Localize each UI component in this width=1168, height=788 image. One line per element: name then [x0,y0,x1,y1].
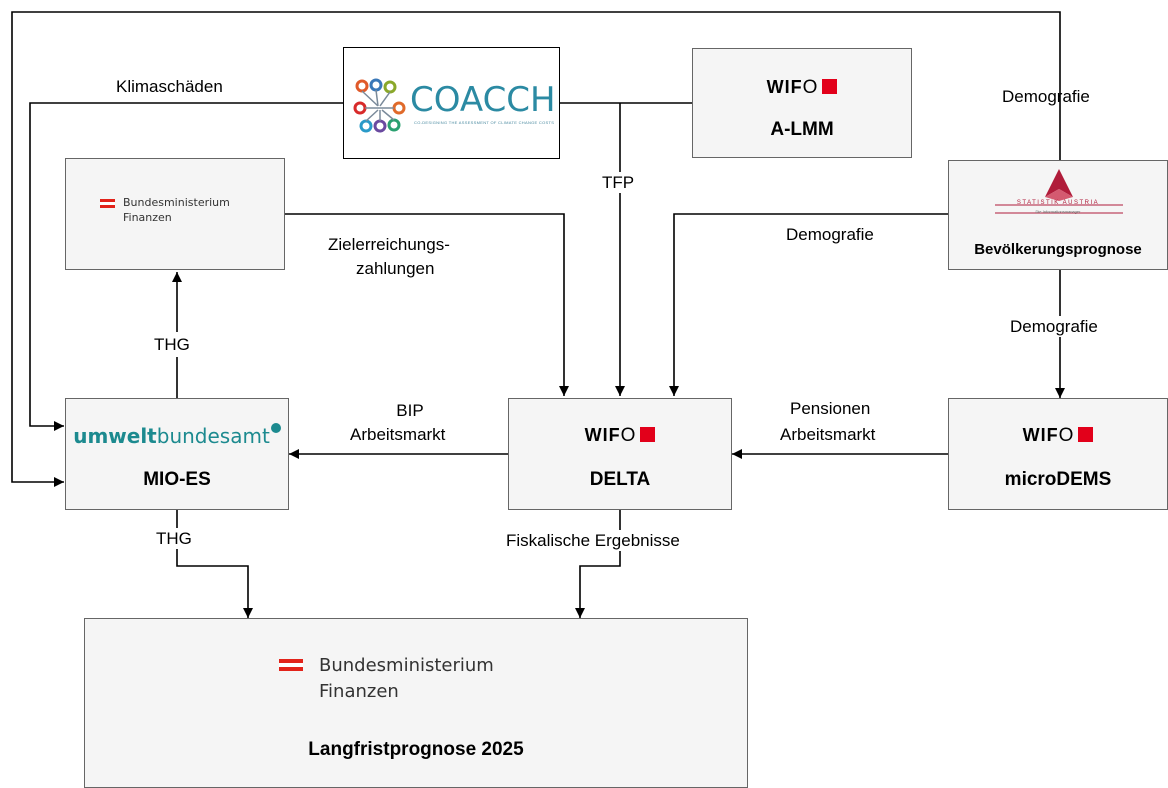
statistik-logo-text: STATISTIK AUSTRIA [1016,200,1100,206]
node-mio-es: umweltbundesamt MIO-ES [65,398,289,510]
bmf-logo-line1: Bundesministerium [319,655,494,676]
edge-label-zielerreichung-1: Zielerreichungs- [328,235,450,254]
node-a-lmm: WIFO A-LMM [692,48,912,158]
node-title: Langfristprognose 2025 [308,739,524,760]
edge-label-klimaschaeden: Klimaschäden [116,77,223,96]
node-title: microDEMS [1004,469,1112,490]
statistik-austria-logo-icon [995,169,1123,214]
node-bmf: Bundesministerium Finanzen [65,158,285,270]
wifo-red-square-icon [822,79,838,94]
uba-mark-icon [270,423,281,433]
edge-label-arbeitsmarkt-left: Arbeitsmarkt [350,425,446,444]
node-title: MIO-ES [143,469,211,490]
coacch-logo-icon [353,78,406,133]
bmf-logo: Bundesministerium Finanzen [100,195,230,225]
edge-label-arbeitsmarkt-right: Arbeitsmarkt [780,425,876,444]
coacch-tagline: CO-DESIGNING THE ASSESSMENT OF CLIMATE C… [414,120,555,125]
edge-label-demografie-right: Demografie [1008,316,1100,337]
node-microdems: WIFO microDEMS [948,398,1168,510]
node-delta: WIFO DELTA [508,398,732,510]
node-title: A-LMM [770,119,834,140]
edge-fiskalische [575,510,621,618]
edge-label-pensionen: Pensionen [790,399,871,418]
austria-flag-icon [100,199,115,208]
coacch-logo-text: COACCH [410,80,556,120]
edge-label-thg-up: THG [152,332,192,357]
statistik-logo-sub: Die Informationsmanager [1035,209,1081,214]
edge-label-demografie-top: Demografie [1002,87,1090,106]
edge-label-zielerreichung-2: zahlungen [356,259,435,278]
wifo-logo: WIFO [509,425,731,447]
edge-label-tfp: TFP [600,172,637,193]
node-coacch: COACCH CO-DESIGNING THE ASSESSMENT OF CL… [343,47,560,159]
austria-flag-icon [279,659,303,671]
node-langfristprognose: Bundesministerium Finanzen Langfristprog… [84,618,748,788]
umweltbundesamt-logo: umweltbundesamt [66,423,288,448]
edge-label-thg-down: THG [154,528,194,549]
edge-klimaschaeden [29,102,343,431]
wifo-red-square-icon [1078,427,1094,442]
edge-label-demografie-mid: Demografie [786,225,874,244]
bmf-logo-line1: Bundesministerium [123,196,230,209]
bmf-logo-line2: Finanzen [319,681,399,702]
edge-thg-down [176,510,253,618]
node-bevoelkerungsprognose: STATISTIK AUSTRIA Die Informationsmanage… [948,160,1168,270]
wifo-logo: WIFO [949,425,1167,447]
node-title: DELTA [589,469,651,490]
edge-demografie-top [11,11,1061,487]
bmf-logo-line2: Finanzen [123,211,172,224]
node-title: Bevölkerungsprognose [974,241,1142,258]
wifo-red-square-icon [640,427,656,442]
edge-label-bip: BIP [396,401,424,420]
wifo-logo: WIFO [693,77,911,99]
bmf-logo: Bundesministerium Finanzen [279,653,494,705]
edge-demografie-mid [669,213,948,396]
edge-label-fiskalische: Fiskalische Ergebnisse [504,530,682,551]
edge-zielerreichung [284,213,569,396]
